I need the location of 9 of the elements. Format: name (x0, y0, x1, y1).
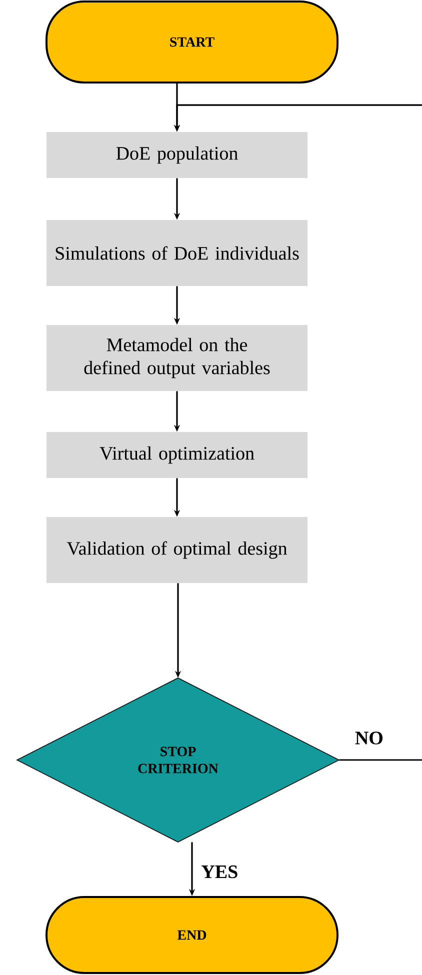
terminal-box: START (46, 0, 338, 84)
process-box: DoE population (46, 132, 308, 178)
process-box: Validation of optimal design (46, 517, 308, 583)
edge-label: YES (202, 865, 238, 878)
process-box: Metamodel on the defined output variables (46, 325, 308, 391)
process-box: Virtual optimization (46, 432, 308, 478)
edge-label: NO (355, 732, 382, 744)
process-box: Simulations of DoE individuals (46, 220, 308, 286)
terminal-box: END (46, 896, 338, 974)
